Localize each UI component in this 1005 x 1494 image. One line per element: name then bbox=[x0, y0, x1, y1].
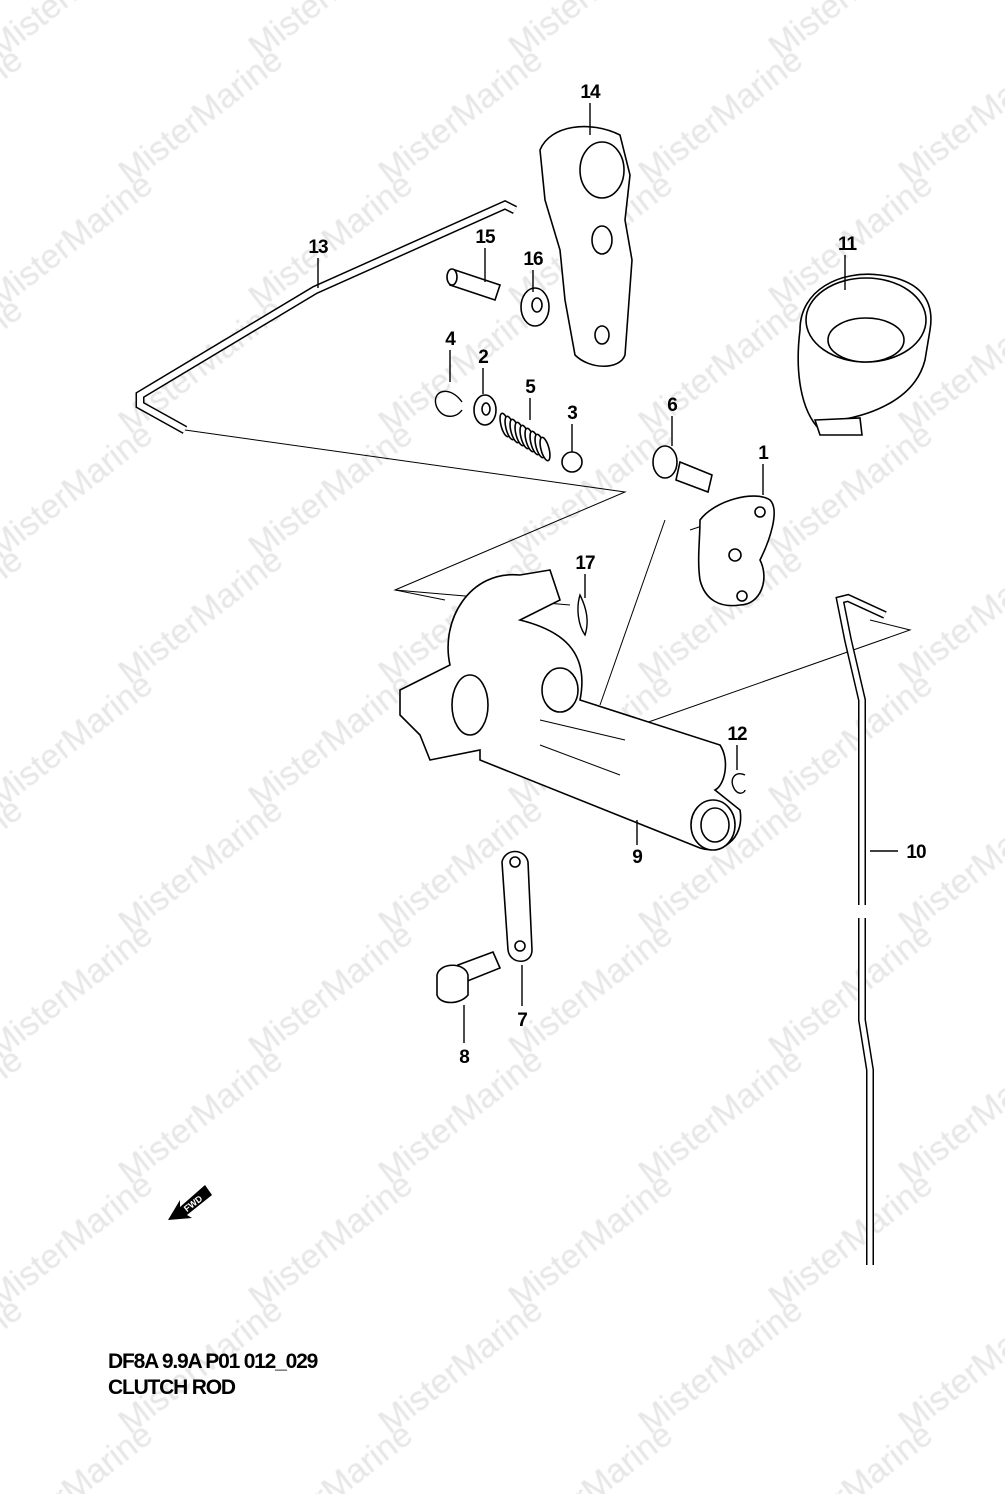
callout-3[interactable]: 3 bbox=[567, 403, 578, 424]
callout-17[interactable]: 17 bbox=[575, 553, 596, 574]
callout-14[interactable]: 14 bbox=[580, 82, 602, 103]
part-10-rod bbox=[835, 593, 898, 1265]
callout-8[interactable]: 8 bbox=[459, 1047, 470, 1068]
callout-7[interactable]: 7 bbox=[517, 1010, 528, 1031]
callout-6[interactable]: 6 bbox=[667, 395, 678, 416]
part-5-spring bbox=[499, 412, 551, 462]
part-14-lever bbox=[539, 103, 633, 367]
part-9-shaft-assembly bbox=[399, 569, 742, 851]
model-code: DF8A 9.9A P01 012_029 bbox=[108, 1350, 318, 1373]
part-3-ball bbox=[561, 424, 583, 473]
part-13-rod bbox=[135, 200, 518, 434]
part-1-plate bbox=[697, 464, 775, 607]
callout-16[interactable]: 16 bbox=[523, 249, 544, 270]
callout-15[interactable]: 15 bbox=[475, 227, 497, 248]
part-7-link-plate bbox=[501, 850, 533, 1006]
part-2-washer bbox=[473, 368, 497, 426]
part-8-bolt bbox=[436, 950, 502, 1043]
part-15-pin bbox=[446, 248, 502, 302]
callout-9[interactable]: 9 bbox=[632, 847, 643, 868]
callout-2[interactable]: 2 bbox=[478, 347, 489, 368]
callout-5[interactable]: 5 bbox=[525, 377, 537, 398]
callout-4[interactable]: 4 bbox=[445, 329, 457, 350]
callout-10[interactable]: 10 bbox=[906, 842, 927, 863]
spring-coil bbox=[539, 436, 551, 462]
fwd-direction-arrow: FWD bbox=[168, 1185, 212, 1220]
part-12-clip bbox=[731, 745, 746, 794]
diagram-title: CLUTCH ROD bbox=[108, 1376, 236, 1399]
callout-1[interactable]: 1 bbox=[758, 443, 770, 464]
part-17-cotter-pin bbox=[577, 574, 588, 637]
callout-11[interactable]: 11 bbox=[838, 234, 859, 255]
callout-13[interactable]: 13 bbox=[308, 237, 329, 258]
part-16-washer bbox=[520, 270, 550, 327]
part-6-bolt bbox=[652, 416, 713, 494]
callout-12[interactable]: 12 bbox=[727, 724, 748, 745]
part-4-circlip bbox=[434, 350, 463, 417]
part-11-boot bbox=[797, 255, 932, 436]
